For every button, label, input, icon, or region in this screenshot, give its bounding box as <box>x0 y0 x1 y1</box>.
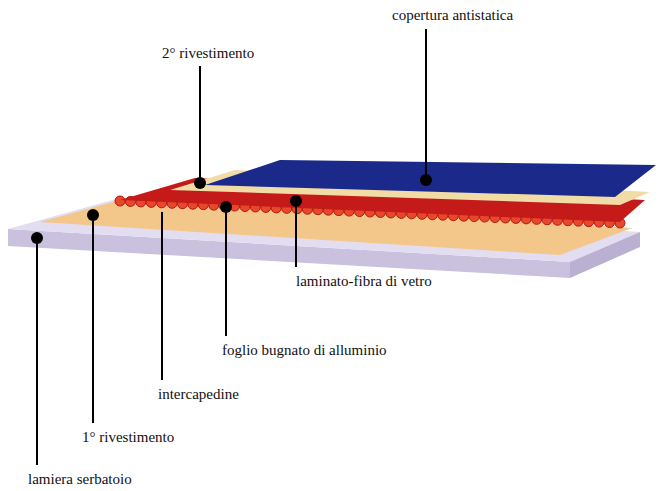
leader-line <box>295 201 297 267</box>
leader-line <box>425 29 427 180</box>
foil-bump <box>115 196 125 206</box>
leader-line <box>199 66 201 183</box>
part-label: intercapedine <box>158 385 239 403</box>
leader-dot <box>290 195 302 207</box>
leader-lines <box>37 29 426 465</box>
leader-dot <box>220 201 232 213</box>
part-label: 2° rivestimento <box>162 44 254 62</box>
leader-dot <box>194 177 206 189</box>
part-label: 1° rivestimento <box>82 428 174 446</box>
part-label: laminato-fibra di vetro <box>296 272 432 290</box>
leader-line <box>92 215 94 423</box>
part-label: copertura antistatica <box>392 6 513 24</box>
part-label: foglio bugnato di alluminio <box>222 341 387 359</box>
leader-line <box>161 212 163 380</box>
leader-dots <box>31 174 432 244</box>
leader-line <box>225 207 227 336</box>
leader-dot <box>31 232 43 244</box>
part-label: lamiera serbatoio <box>28 470 132 488</box>
leader-dot <box>420 174 432 186</box>
leader-line <box>36 238 38 465</box>
leader-dot <box>87 209 99 221</box>
antistatic-cover <box>205 160 656 197</box>
